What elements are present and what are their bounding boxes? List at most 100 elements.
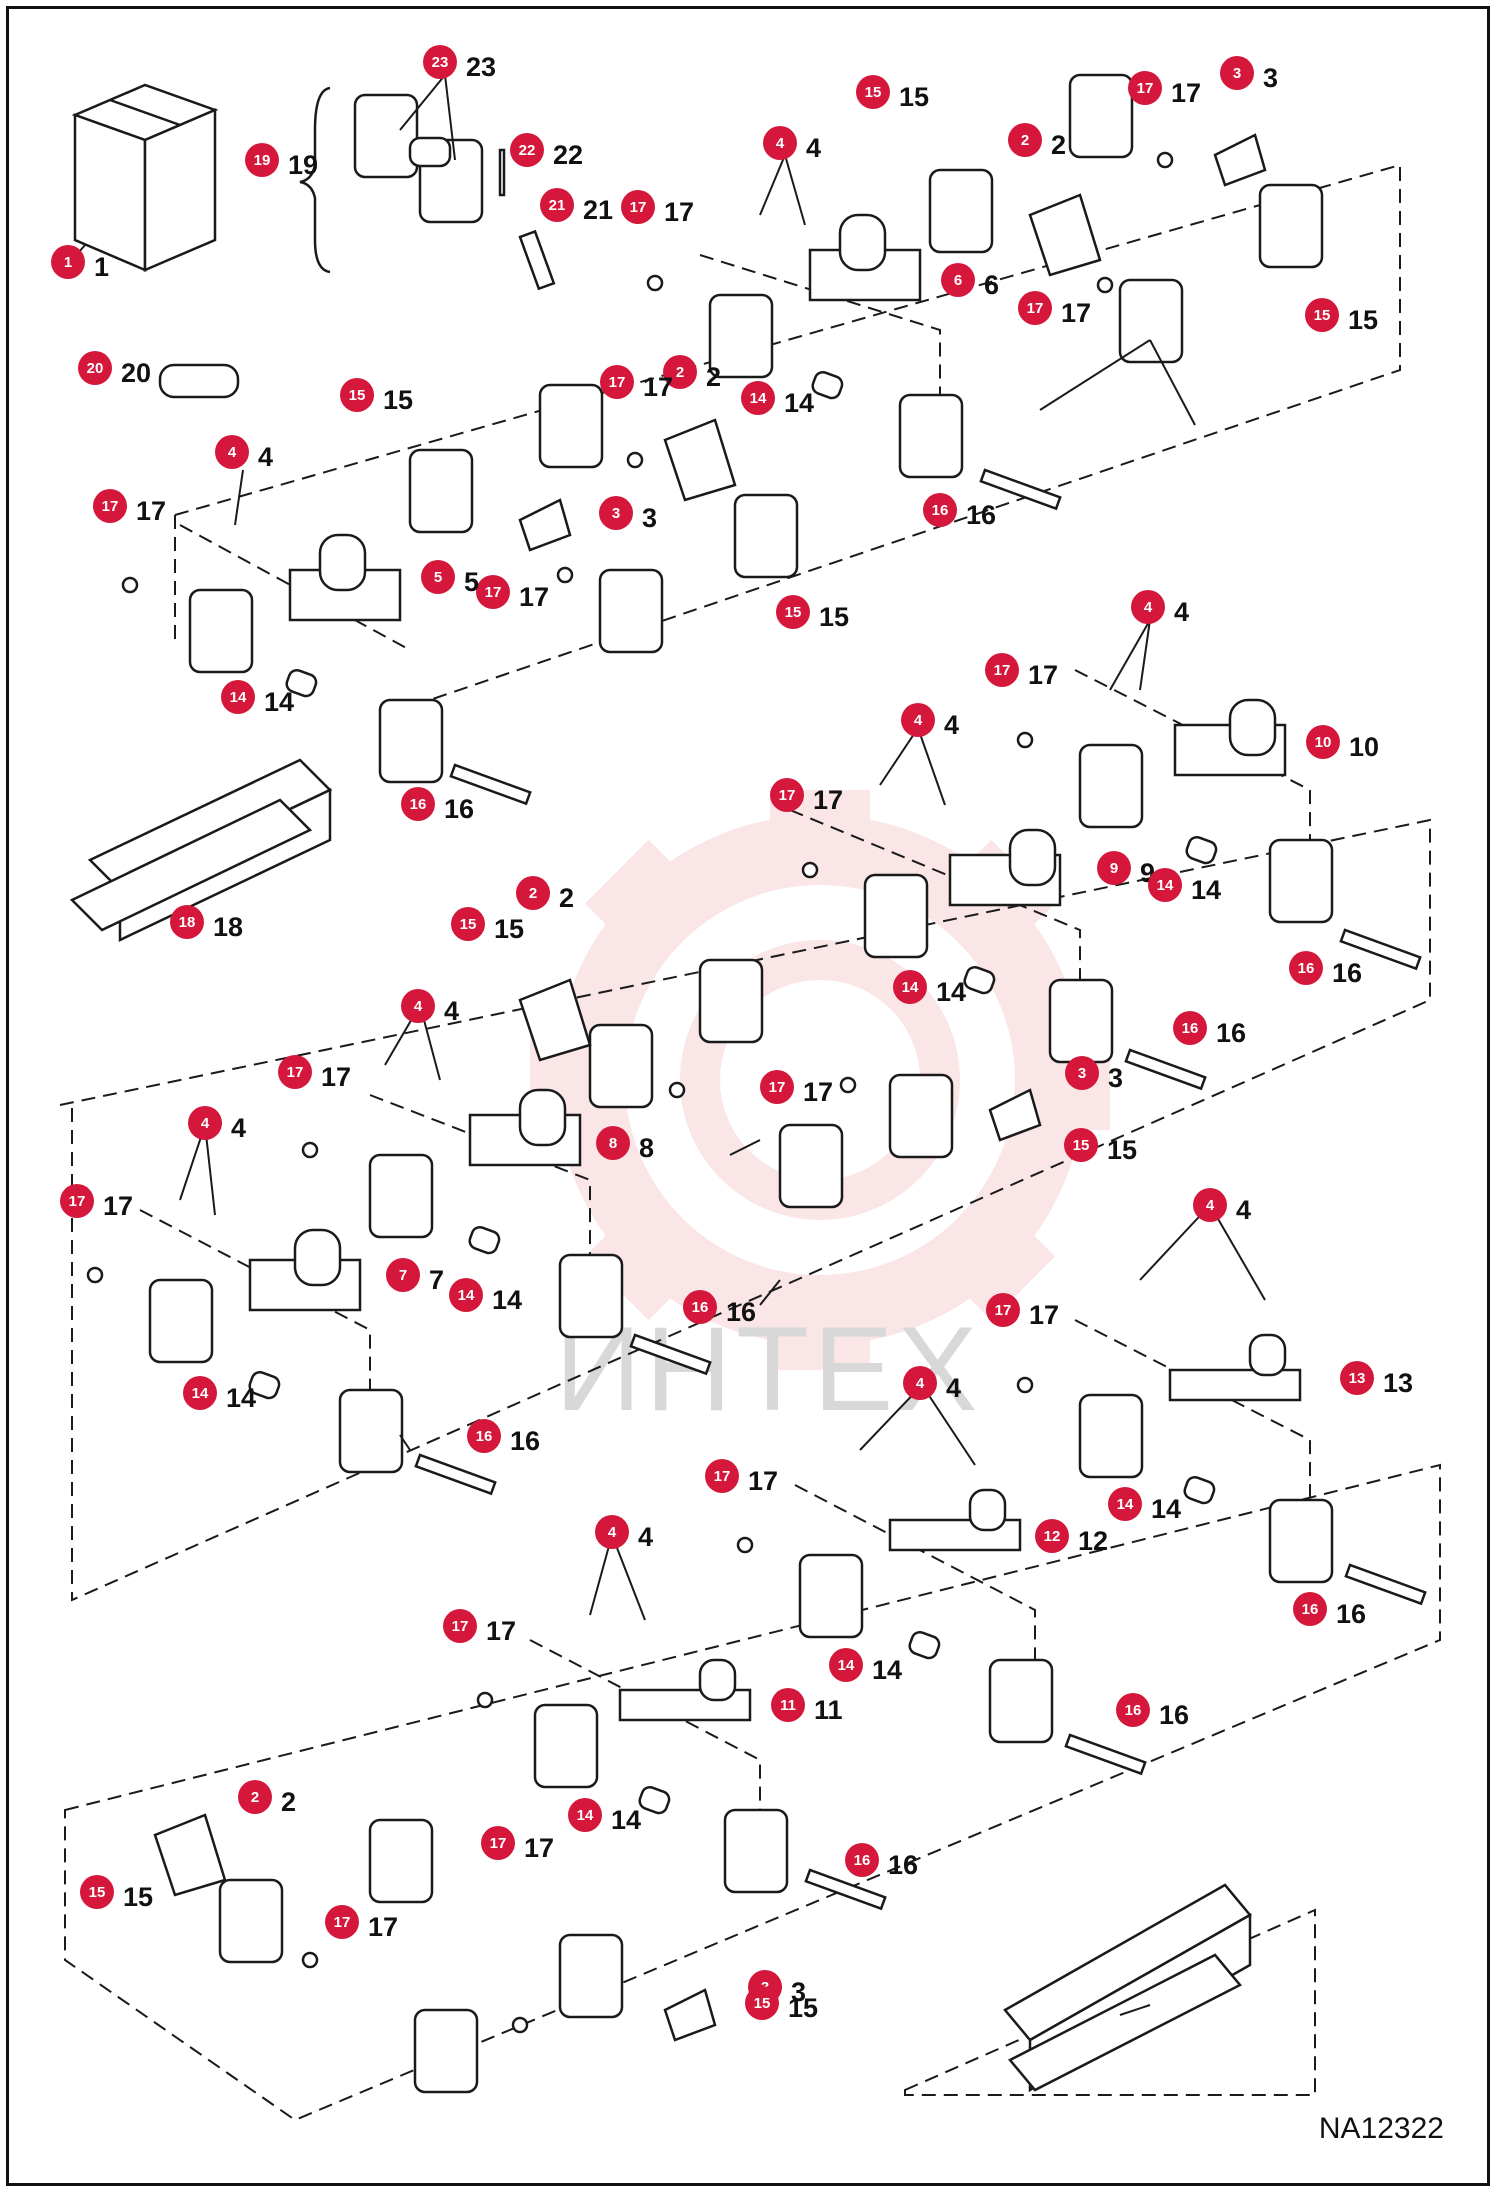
callout-c4e: 44 xyxy=(401,989,459,1026)
callout-number: 16 xyxy=(410,796,427,813)
callout-number: 20 xyxy=(87,360,104,377)
callout-marker xyxy=(340,378,374,412)
part-number-label: 3 xyxy=(642,503,657,533)
callout-number: 14 xyxy=(750,390,767,407)
callout-number: 4 xyxy=(201,1115,210,1132)
link-plates xyxy=(148,73,1334,2094)
callout-number: 17 xyxy=(1027,300,1044,317)
callout-marker xyxy=(1131,590,1165,624)
callout-marker xyxy=(745,1986,779,2020)
callout-number: 17 xyxy=(714,1468,731,1485)
callout-marker xyxy=(93,489,127,523)
part-number-label: 6 xyxy=(984,270,999,300)
callout-number: 17 xyxy=(69,1193,86,1210)
part-number-label: 5 xyxy=(464,567,479,597)
callout-number: 3 xyxy=(1233,65,1241,82)
callout-marker xyxy=(401,989,435,1023)
callout-number: 3 xyxy=(612,505,620,522)
callout-marker xyxy=(1035,1519,1069,1553)
part-number-label: 17 xyxy=(486,1616,516,1646)
callout-marker xyxy=(481,1826,515,1860)
callout-marker xyxy=(1097,851,1131,885)
callout-c1: 11 xyxy=(51,245,109,282)
callout-marker xyxy=(985,653,1019,687)
callout-number: 14 xyxy=(902,979,919,996)
callout-number: 4 xyxy=(608,1524,617,1541)
part-number-label: 17 xyxy=(643,372,673,402)
callout-c2c: 22 xyxy=(516,876,574,913)
callout-number: 15 xyxy=(865,84,882,101)
callout-marker xyxy=(188,1106,222,1140)
part-number-label: 2 xyxy=(281,1787,296,1817)
callout-marker xyxy=(741,381,775,415)
part-number-label: 17 xyxy=(748,1466,778,1496)
part-number-label: 17 xyxy=(103,1191,133,1221)
part-number-label: 14 xyxy=(784,388,814,418)
callout-number: 17 xyxy=(609,374,626,391)
callout-c21: 21 21 xyxy=(540,188,613,225)
part-number-label: 17 xyxy=(813,785,843,815)
callout-number: 17 xyxy=(630,199,647,216)
callout-number: 21 xyxy=(549,197,566,214)
part-number-label: 20 xyxy=(121,358,151,388)
callout-marker xyxy=(770,778,804,812)
part-number-label: 16 xyxy=(1332,958,1362,988)
callout-marker xyxy=(1018,291,1052,325)
callout-number: 15 xyxy=(1314,307,1331,324)
part-number-label: 14 xyxy=(1151,1494,1181,1524)
callout-number: 14 xyxy=(1117,1496,1134,1513)
part-number-label: 12 xyxy=(1078,1526,1108,1556)
callout-marker xyxy=(451,907,485,941)
part-number-label: 15 xyxy=(1107,1135,1137,1165)
callout-number: 17 xyxy=(287,1064,304,1081)
part-number-label: 14 xyxy=(492,1285,522,1315)
part-number-label: 8 xyxy=(639,1133,654,1163)
callout-number: 11 xyxy=(780,1697,796,1714)
callout-marker xyxy=(776,595,810,629)
callout-marker xyxy=(1289,951,1323,985)
callout-marker xyxy=(1116,1693,1150,1727)
callout-marker xyxy=(1293,1592,1327,1626)
callout-number: 14 xyxy=(192,1385,209,1402)
part-number-label: 17 xyxy=(524,1833,554,1863)
callout-number: 15 xyxy=(1073,1137,1090,1154)
callout-marker xyxy=(599,496,633,530)
callout-c14g: 14 14 xyxy=(1108,1487,1181,1524)
part-number-label: 15 xyxy=(819,602,849,632)
callout-number: 2 xyxy=(1021,132,1029,149)
part-number-label: 21 xyxy=(583,195,613,225)
callout-number: 14 xyxy=(230,689,247,706)
fasteners xyxy=(86,136,1427,2034)
callout-marker xyxy=(621,190,655,224)
callout-marker xyxy=(595,1515,629,1549)
callout-number: 14 xyxy=(577,1807,594,1824)
callout-c3c: 33 xyxy=(1065,1056,1123,1093)
callout-number: 17 xyxy=(334,1914,351,1931)
callout-c4d: 44 xyxy=(901,703,959,740)
callout-number: 2 xyxy=(529,885,537,902)
callout-marker xyxy=(238,1780,272,1814)
part-number-label: 22 xyxy=(553,140,583,170)
callout-number: 16 xyxy=(1298,960,1315,977)
callout-c5: 55 xyxy=(421,560,479,597)
callout-marker xyxy=(829,1648,863,1682)
